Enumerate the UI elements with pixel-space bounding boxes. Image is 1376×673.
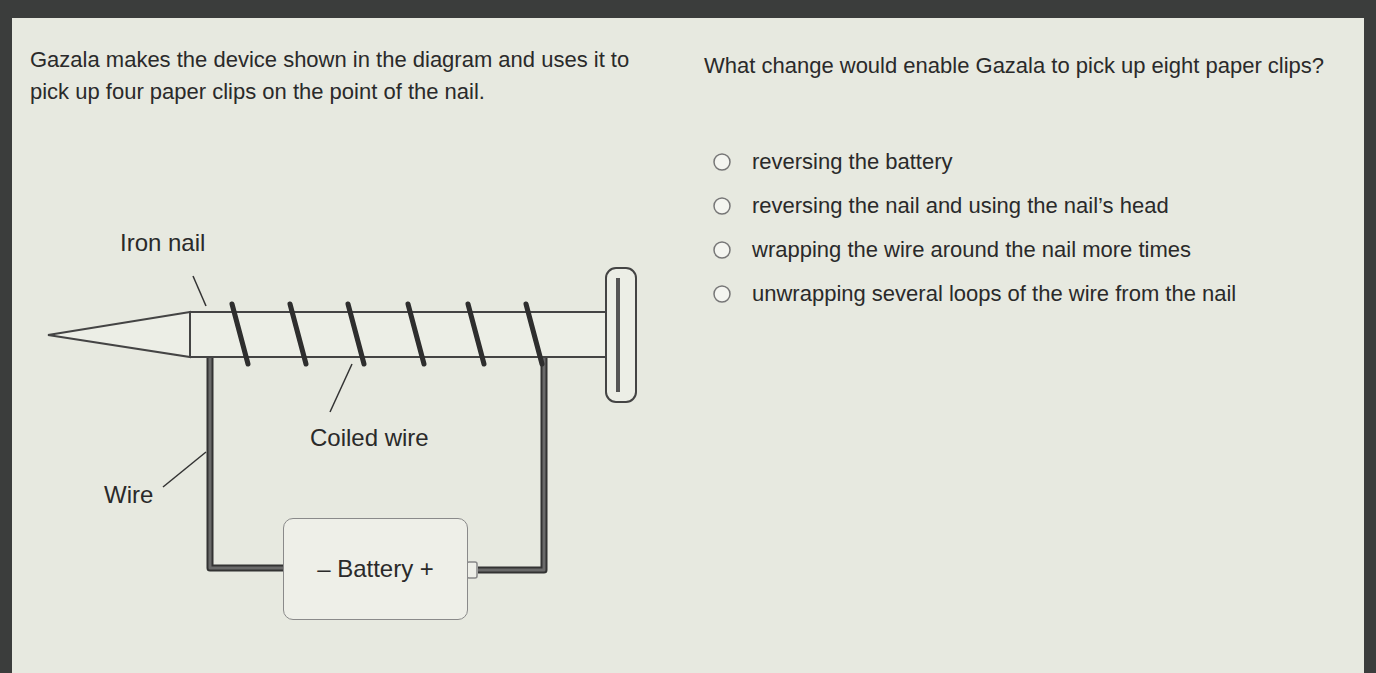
question-stem: Gazala makes the device shown in the dia…	[30, 44, 670, 108]
question-prompt: What change would enable Gazala to pick …	[704, 50, 1354, 82]
battery-terminal	[467, 562, 477, 578]
answer-option: unwrapping several loops of the wire fro…	[752, 278, 1352, 310]
battery-box: – Battery +	[283, 518, 468, 620]
coil-windings	[232, 304, 542, 364]
answer-option: wrapping the wire around the nail more t…	[752, 234, 1332, 266]
answer-option: reversing the nail and using the nail’s …	[752, 190, 1332, 222]
iron-nail	[48, 268, 636, 402]
answer-option: reversing the battery	[752, 146, 1332, 178]
radio-buttons	[714, 154, 730, 302]
battery-label: – Battery +	[317, 555, 434, 583]
part-label: Wire	[104, 478, 153, 513]
part-label: Coiled wire	[310, 421, 429, 456]
leader-lines	[163, 276, 352, 487]
part-label: Iron nail	[120, 226, 205, 261]
